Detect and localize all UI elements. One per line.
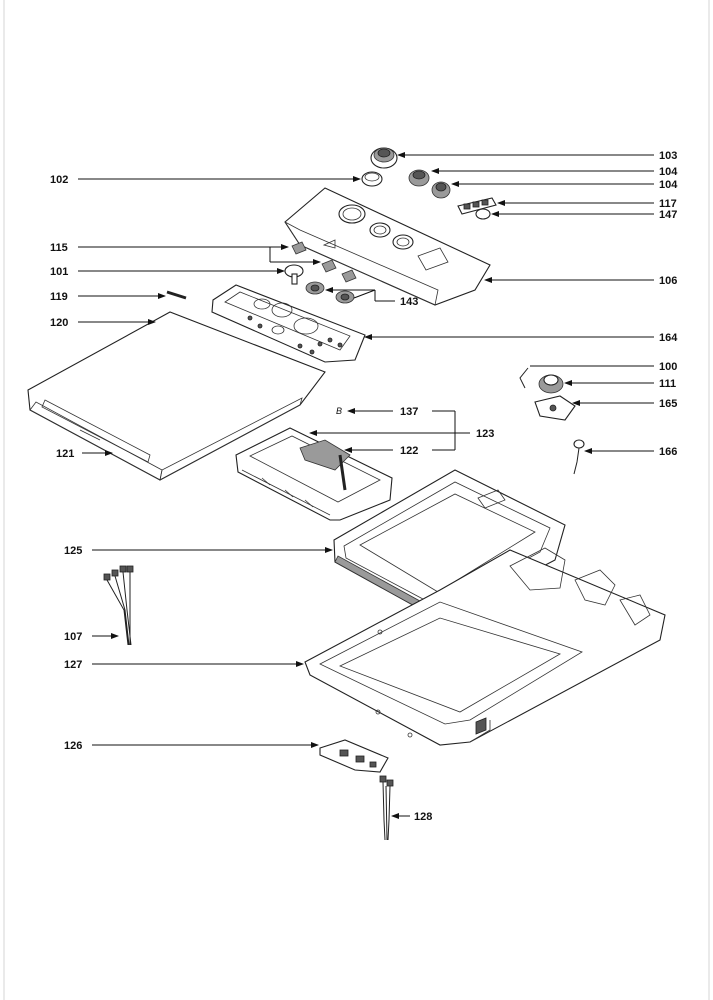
label-127: 127 — [64, 659, 82, 671]
gears-143 — [305, 281, 355, 304]
label-126: 126 — [64, 740, 82, 752]
label-125: 125 — [64, 545, 82, 557]
label-104-a: 104 — [659, 166, 678, 178]
label-101: 101 — [50, 266, 68, 278]
label-143: 143 — [400, 296, 418, 308]
label-128: 128 — [414, 811, 432, 823]
label-119: 119 — [50, 291, 68, 303]
label-137: 137 — [400, 406, 418, 418]
label-122: 122 — [400, 445, 418, 457]
label-120: 120 — [50, 317, 68, 329]
dispenser-122-123 — [235, 427, 393, 521]
label-106: 106 — [659, 275, 677, 287]
control-panel-106 — [284, 187, 491, 306]
bracket-165 — [534, 395, 576, 421]
label-147: 147 — [659, 209, 677, 221]
wire-100 — [519, 367, 529, 389]
button-147 — [475, 208, 491, 220]
pin-119 — [166, 290, 187, 300]
button-strip-117 — [457, 197, 497, 215]
knob-104-b — [431, 181, 451, 199]
connector-126 — [319, 739, 389, 773]
screw-137-glyph: B — [336, 406, 342, 416]
wiring-107 — [103, 565, 134, 646]
component-111 — [538, 374, 564, 394]
label-121: 121 — [56, 448, 74, 460]
label-117: 117 — [659, 198, 677, 210]
label-111: 111 — [659, 378, 676, 390]
cap-102 — [361, 171, 383, 187]
label-123: 123 — [476, 428, 494, 440]
control-board-164 — [211, 284, 366, 363]
label-115: 115 — [50, 242, 68, 254]
label-103: 103 — [659, 150, 677, 162]
label-102: 102 — [50, 174, 68, 186]
shaft-101 — [284, 264, 304, 285]
clips-115 — [291, 241, 357, 283]
label-107: 107 — [64, 631, 82, 643]
leader-lines — [78, 152, 654, 819]
label-164: 164 — [659, 332, 678, 344]
cabinet-top-127 — [304, 547, 666, 746]
wiring-128 — [379, 775, 394, 841]
label-100: 100 — [659, 361, 677, 373]
lid-120 — [27, 311, 326, 481]
label-165: 165 — [659, 398, 677, 410]
label-104-b: 104 — [659, 179, 678, 191]
sensor-166 — [573, 439, 585, 475]
knob-103 — [370, 147, 398, 169]
label-166: 166 — [659, 446, 677, 458]
knob-104-a — [408, 169, 430, 187]
